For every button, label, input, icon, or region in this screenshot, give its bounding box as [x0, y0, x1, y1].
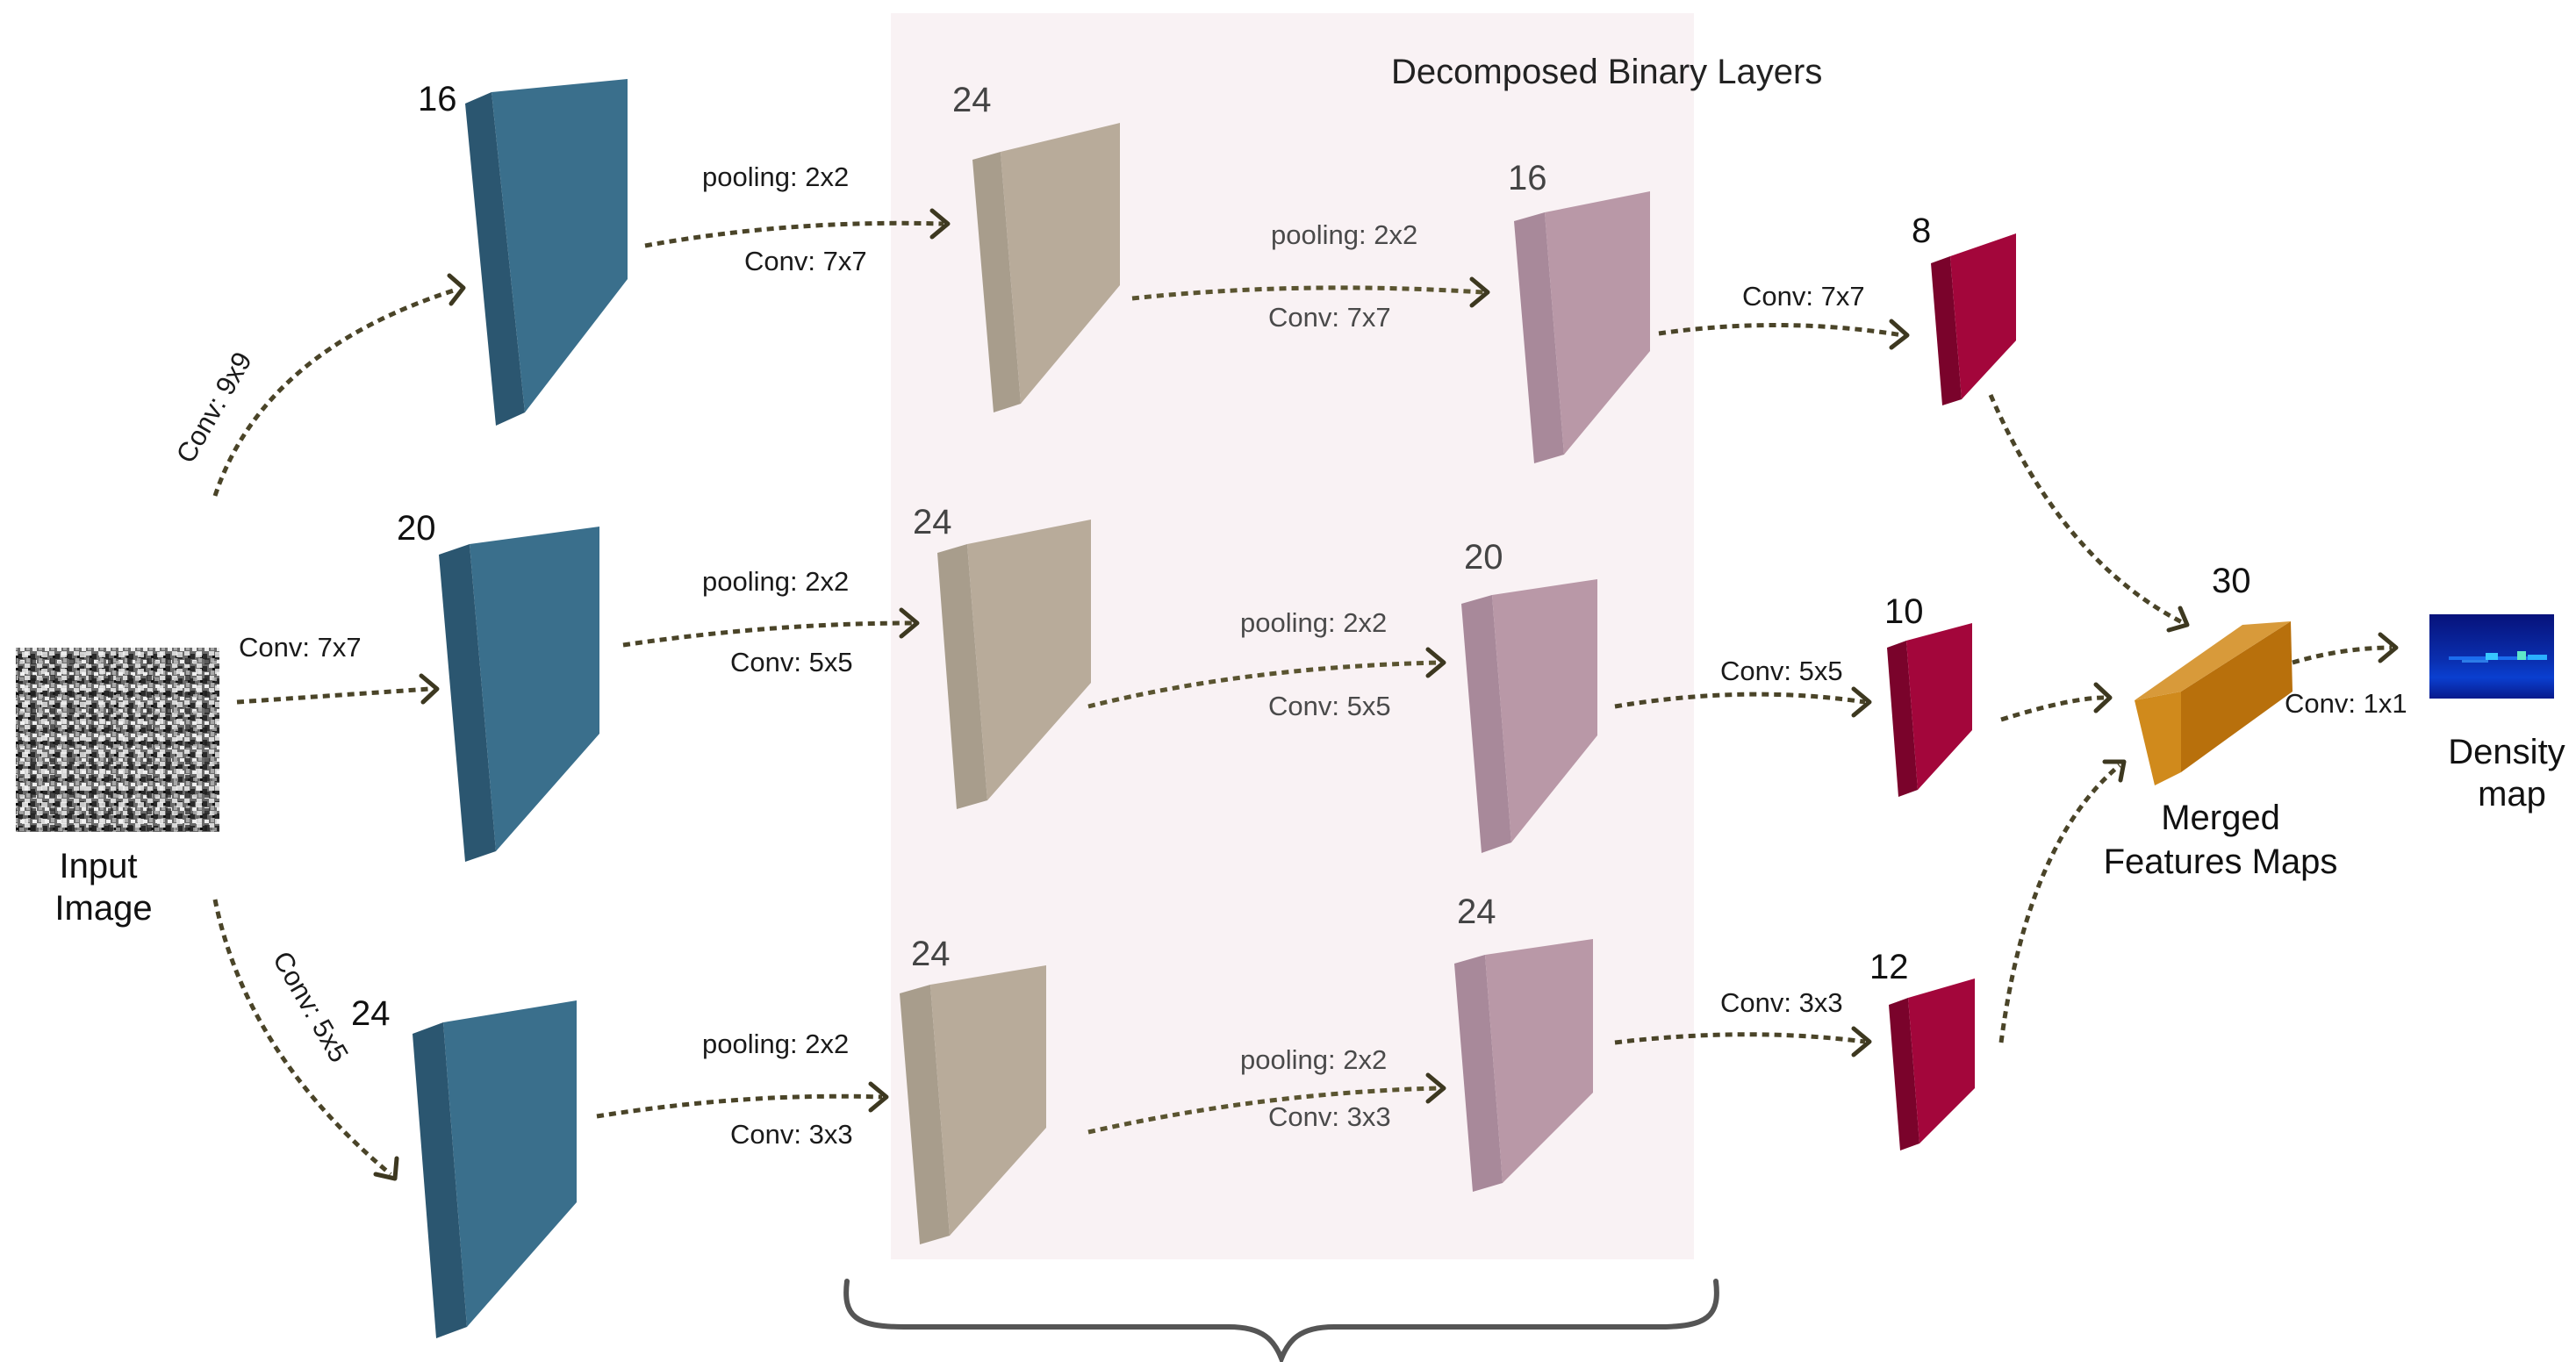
output-2-channels: 10: [1884, 592, 1924, 631]
arrow-branch-3-op2: [1087, 1072, 1446, 1135]
arrow-branch-1-op1: [644, 208, 951, 248]
arrow-branch-1-op3: [1658, 319, 1910, 350]
density-map-image: [2429, 614, 2554, 699]
binary-layer-1-block-3: [900, 965, 1046, 1244]
branch-2-op1-conv-label: Conv: 5x5: [730, 647, 853, 677]
branch-1-op1-pooling-label: pooling: 2x2: [702, 161, 849, 192]
output-1-channels: 8: [1912, 211, 1931, 250]
binary-layer-2-1-channels: 16: [1508, 159, 1547, 197]
branch-3-op3-label: Conv: 3x3: [1720, 987, 1843, 1018]
arrow-branch-2-op2: [1087, 647, 1446, 709]
branch-3-op1-pooling-label: pooling: 2x2: [702, 1029, 849, 1059]
binary-layer-2-block-2: [1461, 579, 1597, 853]
branch-3-input-conv-label: Conv: 5x5: [267, 946, 355, 1067]
output-block-2: [1887, 623, 1972, 797]
first-layer-block-2: [439, 527, 599, 862]
branch-2-op2-pooling-label: pooling: 2x2: [1240, 607, 1387, 638]
arrow-branch-3-op1: [596, 1081, 889, 1119]
binary-layer-1-1-channels: 24: [952, 81, 992, 119]
branch-1-input-conv-label: Conv: 9x9: [170, 347, 258, 468]
output-3-channels: 12: [1869, 948, 1909, 986]
arrow-input-to-branch-2: [236, 673, 440, 705]
density-map-label-line1: Density: [2448, 733, 2565, 771]
arrow-branch-2-op3: [1614, 686, 1872, 718]
binary-layer-2-2-channels: 20: [1464, 538, 1503, 577]
arrow-branch-2-op1: [622, 607, 920, 648]
branch-2-input-conv-label: Conv: 7x7: [239, 632, 362, 663]
input-image: [16, 648, 219, 832]
arrow-input-to-branch-3: [212, 899, 399, 1181]
input-image-label-line1: Input: [60, 847, 138, 885]
binary-layer-1-block-1: [972, 123, 1120, 412]
final-conv-label: Conv: 1x1: [2285, 688, 2407, 719]
branch-3-op2-conv-label: Conv: 3x3: [1268, 1101, 1391, 1132]
merged-channels: 30: [2212, 562, 2251, 600]
binary-layer-1-2-channels: 24: [913, 503, 952, 541]
arrow-output-3-to-merged: [1998, 759, 2127, 1043]
first-layer-1-channels: 16: [418, 80, 457, 118]
binary-layer-2-3-channels: 24: [1457, 892, 1496, 931]
arrow-input-to-branch-1: [212, 273, 466, 497]
density-map-label-line2: map: [2478, 775, 2546, 814]
branch-2-op1-pooling-label: pooling: 2x2: [702, 566, 849, 597]
branch-1-op2-pooling-label: pooling: 2x2: [1271, 219, 1417, 250]
first-layer-block-3: [413, 1000, 577, 1338]
binary-layer-2-block-1: [1514, 191, 1650, 463]
output-block-3: [1889, 978, 1975, 1151]
curly-brace: [843, 1279, 1719, 1362]
binary-layers-title: Decomposed Binary Layers: [1391, 53, 1822, 91]
binary-layer-2-block-3: [1454, 939, 1593, 1192]
branch-1-op3-label: Conv: 7x7: [1742, 281, 1865, 312]
branch-3-op2-pooling-label: pooling: 2x2: [1240, 1044, 1387, 1075]
arrow-output-1-to-merged: [1988, 394, 2190, 633]
first-layer-3-channels: 24: [351, 994, 391, 1033]
input-image-label-line2: Image: [54, 889, 152, 928]
arrow-branch-1-op2: [1131, 276, 1490, 308]
merged-block: [2135, 621, 2293, 785]
arrow-branch-3-op3: [1614, 1026, 1872, 1057]
merged-label-line1: Merged: [2161, 799, 2280, 837]
branch-2-op2-conv-label: Conv: 5x5: [1268, 691, 1391, 721]
first-layer-block-1: [465, 79, 628, 426]
arrow-merged-to-density: [2292, 632, 2399, 665]
branch-1-op1-conv-label: Conv: 7x7: [744, 246, 867, 276]
arrow-output-2-to-merged: [2000, 682, 2113, 722]
branch-1-op2-conv-label: Conv: 7x7: [1268, 302, 1391, 333]
output-block-1: [1931, 233, 2016, 405]
branch-2-op3-label: Conv: 5x5: [1720, 656, 1843, 686]
branch-3-op1-conv-label: Conv: 3x3: [730, 1119, 853, 1150]
binary-layer-1-block-2: [937, 520, 1091, 809]
binary-layer-1-3-channels: 24: [911, 935, 951, 973]
first-layer-2-channels: 20: [397, 509, 436, 548]
merged-label-line2: Features Maps: [2104, 842, 2338, 881]
